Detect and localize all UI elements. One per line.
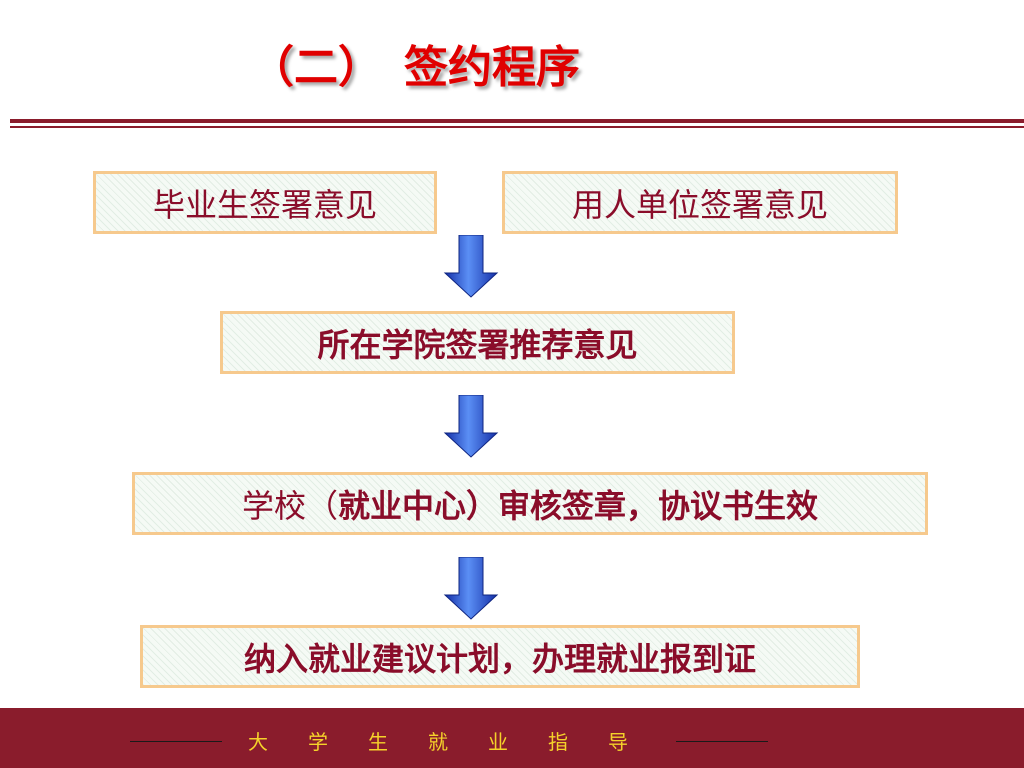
flow-box-label: 所在学院签署推荐意见 bbox=[317, 325, 638, 364]
flow-box-school-approval: 学校（就业中心）审核签章，协议书生效 bbox=[132, 472, 928, 535]
footer-bar: 大学生就业指导 bbox=[0, 708, 1024, 768]
title-prefix: （二） bbox=[250, 42, 382, 93]
flow-box-label: 用人单位签署意见 bbox=[571, 185, 828, 224]
footer-text: 大学生就业指导 bbox=[248, 730, 668, 754]
down-arrow-icon bbox=[443, 235, 499, 298]
flow-box-graduate-opinion: 毕业生签署意见 bbox=[93, 171, 437, 234]
header-rule-thin bbox=[10, 126, 1024, 128]
header-rule-thick bbox=[10, 119, 1024, 123]
down-arrow-icon bbox=[443, 395, 499, 458]
footer-rule-left bbox=[130, 741, 222, 742]
page-title: （二） 签约程序 bbox=[250, 38, 580, 98]
flow-box-label-part2: 就业中心）审核签章，协议书生效 bbox=[338, 486, 819, 525]
flow-box-label-part1: 学校（ bbox=[241, 486, 338, 525]
down-arrow-icon bbox=[443, 557, 499, 620]
flow-box-employer-opinion: 用人单位签署意见 bbox=[502, 171, 898, 234]
flow-box-college-recommendation: 所在学院签署推荐意见 bbox=[220, 311, 735, 374]
flow-box-label: 纳入就业建议计划，办理就业报到证 bbox=[243, 639, 756, 678]
footer-rule-right bbox=[676, 741, 768, 742]
flow-box-employment-plan: 纳入就业建议计划，办理就业报到证 bbox=[140, 625, 860, 688]
flow-box-label: 毕业生签署意见 bbox=[152, 185, 377, 224]
title-main: 签约程序 bbox=[404, 42, 580, 93]
